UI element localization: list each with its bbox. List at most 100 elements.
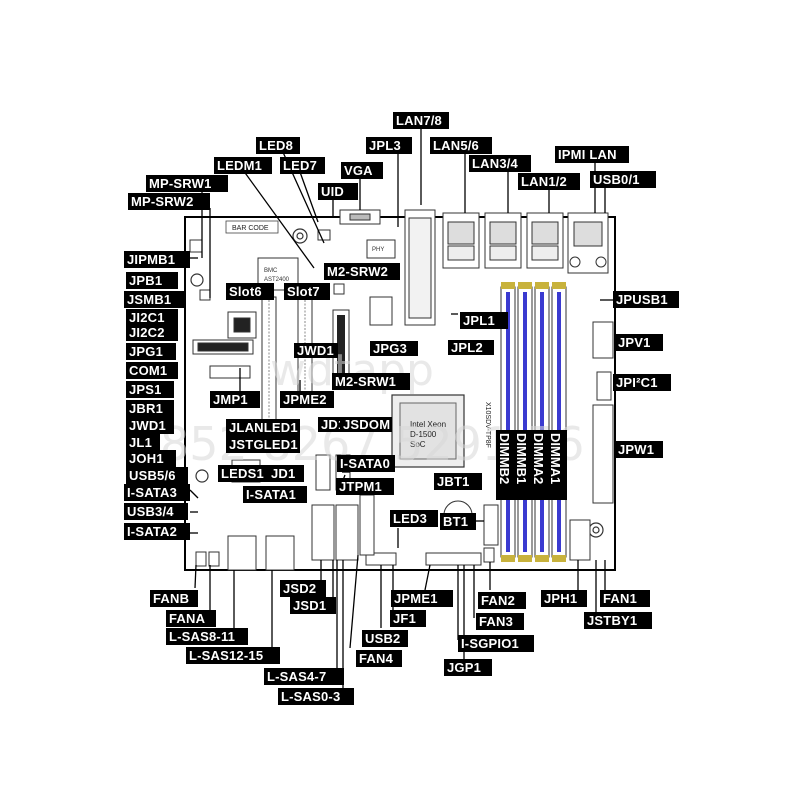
label-uid: UID [321,184,344,199]
label-jl1: JL1 [129,435,152,450]
label-fan2: FAN2 [481,593,515,608]
power-connectors [569,321,614,561]
label-jpg1: JPG1 [129,344,163,359]
label-l-sas12-15: L-SAS12-15 [189,648,263,663]
label-led8: LED8 [259,138,293,153]
sas-connectors [227,454,359,571]
label-l-sas0-3: L-SAS0-3 [281,689,340,704]
label-jpme2: JPME2 [283,392,327,407]
label-joh1: JOH1 [129,451,164,466]
label-jd1-top: JD1 [321,417,345,432]
label-jpl3: JPL3 [369,138,401,153]
label-i-sata0: I-SATA0 [340,456,390,471]
label-usb56: USB5/6 [129,468,176,483]
label-l-sas8-11: L-SAS8-11 [169,629,235,644]
label-jwd1-top: JWD1 [297,343,334,358]
label-i-sata2: I-SATA2 [127,524,177,539]
label-jsd2: JSD2 [283,581,316,596]
label-m2-srw2: M2-SRW2 [327,264,388,279]
label-usb01: USB0/1 [593,172,640,187]
label-mp-srw2: MP-SRW2 [131,194,194,209]
label-jlanled1: JLANLED1 [229,420,298,435]
rear-io [339,209,609,326]
bottom-headers [195,494,499,567]
label-jph1: JPH1 [544,591,577,606]
svg-text:SoC: SoC [410,440,426,449]
label-l-sas4-7: L-SAS4-7 [267,669,326,684]
label-jpg3: JPG3 [373,341,407,356]
label-dimma2: DIMMA2 [531,433,546,484]
label-mp-srw1: MP-SRW1 [149,176,212,191]
lan34-port [484,212,522,269]
label-ji2c1: JI2C1 [129,310,165,325]
label-jstby1: JSTBY1 [587,613,637,628]
label-com1: COM1 [129,363,167,378]
label-jpusb1: JPUSB1 [616,292,668,307]
label-jpl1: JPL1 [463,313,495,328]
label-led3: LED3 [393,511,427,526]
label-m2-srw1: M2-SRW1 [335,374,396,389]
soc-chip: Intel Xeon D-1500 SoC [391,394,465,468]
phy-chip: PHY [366,239,396,259]
labels: LAN7/8 LED8 JPL3 LAN5/6 IPMI LAN LEDM1 L… [124,112,679,705]
label-i-sata1: I-SATA1 [246,487,296,502]
label-vga: VGA [344,163,373,178]
label-jpl2: JPL2 [451,340,483,355]
label-jpv1: JPV1 [618,335,651,350]
label-ji2c2: JI2C2 [129,325,165,340]
label-jtpm1: JTPM1 [339,479,382,494]
label-lan56: LAN5/6 [433,138,479,153]
label-dimmb1: DIMMB1 [514,433,529,484]
svg-text:PHY: PHY [372,247,384,253]
label-jipmb1: JIPMB1 [127,252,175,267]
ipmi-usb-port [567,212,609,274]
label-led7: LED7 [283,158,317,173]
svg-text:Intel Xeon: Intel Xeon [410,420,446,429]
label-jps1: JPS1 [129,382,162,397]
label-fanb: FANB [153,591,189,606]
model-text: X10SDV-TP8F [484,402,491,448]
label-jpw1: JPW1 [618,442,654,457]
lan56-port [442,212,480,269]
svg-text:D-1500: D-1500 [410,430,437,439]
label-i-sata3: I-SATA3 [127,485,177,500]
label-jpb1: JPB1 [129,273,162,288]
svg-text:BMC: BMC [264,268,278,274]
label-jsd1: JSD1 [293,598,326,613]
label-fan3: FAN3 [479,614,513,629]
svg-text:AST2400: AST2400 [264,277,290,283]
barcode-text: BAR CODE [232,225,269,232]
lan12-port [526,212,564,269]
label-ipmi-lan: IPMI LAN [558,147,617,162]
label-jbr1: JBR1 [129,401,163,416]
barcode-area: BAR CODE [225,220,279,234]
label-lan12: LAN1/2 [521,174,567,189]
label-jf1: JF1 [393,611,416,626]
label-jbt1: JBT1 [437,474,470,489]
label-bt1: BT1 [443,514,468,529]
label-slot6: Slot6 [229,284,262,299]
label-jgp1: JGP1 [447,660,481,675]
label-dimmb2: DIMMB2 [497,433,512,484]
label-jpi2c1: JPI²C1 [616,375,658,390]
label-jsdom: JSDOM [343,417,390,432]
label-usb34: USB3/4 [127,504,174,519]
label-i-sgpio1: I-SGPIO1 [461,636,519,651]
label-lan78: LAN7/8 [396,113,442,128]
label-jd1: JD1 [271,466,295,481]
label-slot7: Slot7 [287,284,320,299]
label-leds1: LEDS1 [221,466,264,481]
label-jsmb1: JSMB1 [127,292,171,307]
label-usb2: USB2 [365,631,400,646]
label-fana: FANA [169,611,206,626]
label-jstgled1: JSTGLED1 [229,437,298,452]
label-jpme1: JPME1 [394,591,438,606]
label-fan4: FAN4 [359,651,394,666]
label-jwd1: JWD1 [129,418,166,433]
label-jmp1: JMP1 [213,392,248,407]
label-fan1: FAN1 [603,591,637,606]
label-dimma1: DIMMA1 [548,433,563,484]
label-ledm1: LEDM1 [217,158,262,173]
label-lan34: LAN3/4 [472,156,519,171]
